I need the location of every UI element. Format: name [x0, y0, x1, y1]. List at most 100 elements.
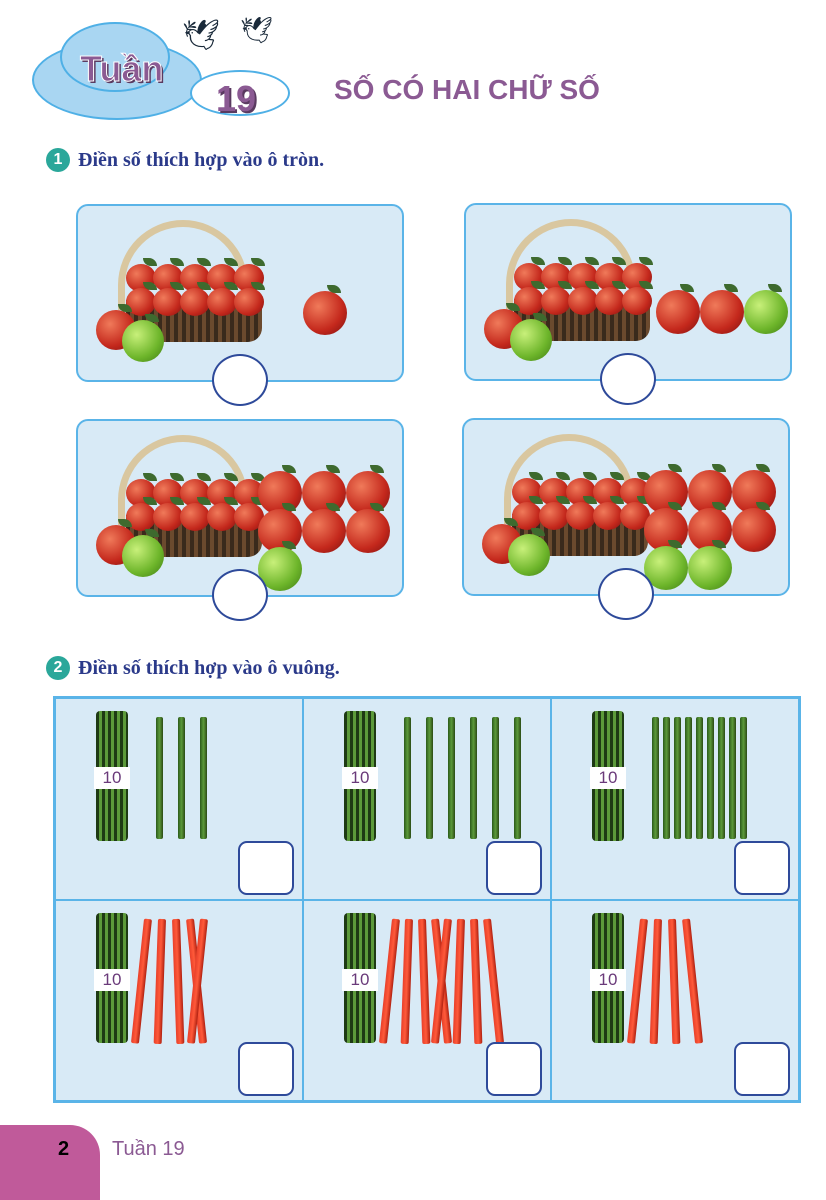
cloud-shape [190, 70, 290, 116]
apple [180, 497, 211, 531]
bundle-label: 10 [342, 767, 378, 789]
exercise-instruction: Điền số thích hợp vào ô vuông. [78, 656, 340, 679]
apple [568, 281, 599, 315]
apple-panel [76, 204, 404, 406]
answer-circle[interactable] [212, 569, 268, 621]
apple [122, 529, 164, 577]
apple-panel [76, 419, 404, 621]
single-stick [649, 918, 662, 1044]
badge-number: 19 [216, 78, 257, 119]
single-stick [514, 717, 521, 839]
sticks-cell: 10 [55, 899, 303, 1101]
single-stick [483, 918, 505, 1044]
sticks-cell: 10 [551, 899, 799, 1101]
apple [510, 313, 552, 361]
single-stick [652, 717, 659, 839]
stick-bundle: 10 [342, 711, 378, 841]
swallow-icon: 🕊 [182, 19, 221, 52]
apple [126, 258, 157, 292]
exercise-instruction: Điền số thích hợp vào ô tròn. [78, 148, 325, 171]
apple [207, 282, 238, 316]
answer-box[interactable] [486, 1042, 542, 1096]
apple-panel [464, 203, 792, 405]
stick-bundle: 10 [94, 711, 130, 841]
bundle-label: 10 [590, 968, 626, 991]
apple [568, 257, 599, 291]
apple [207, 497, 238, 531]
apple [541, 281, 572, 315]
stick-bundle: 10 [342, 912, 378, 1043]
apple [508, 528, 550, 576]
stick-bundle: 10 [94, 912, 130, 1043]
single-stick [452, 918, 465, 1044]
answer-box[interactable] [734, 840, 790, 895]
apple [180, 282, 211, 316]
single-stick [153, 918, 166, 1044]
single-stick [668, 918, 681, 1044]
exercise-number-badge: 1 [46, 148, 70, 172]
single-stick [470, 717, 477, 839]
apple-basket [484, 219, 653, 361]
single-stick [685, 717, 692, 839]
stick-bundle: 10 [590, 711, 626, 841]
single-stick [682, 918, 704, 1044]
answer-circle[interactable] [600, 353, 656, 405]
apple [566, 496, 597, 530]
apple-basket [96, 435, 265, 577]
single-stick [729, 717, 736, 839]
single-stick [448, 717, 455, 839]
answer-circle[interactable] [598, 568, 654, 620]
single-stick [696, 717, 703, 839]
loose-apple [732, 502, 776, 552]
single-stick [418, 918, 431, 1044]
single-stick [156, 717, 163, 839]
loose-apple [302, 503, 346, 553]
apple [153, 282, 184, 316]
answer-box[interactable] [238, 840, 294, 895]
loose-apple [656, 284, 700, 334]
sticks-cell: 10 [303, 899, 551, 1101]
apple-basket [96, 220, 265, 362]
page-number: 2 [58, 1138, 70, 1160]
single-stick [663, 717, 670, 839]
apple [595, 281, 626, 315]
answer-box[interactable] [734, 1042, 790, 1096]
exercise-2-heading: 2 Điền số thích hợp vào ô vuông. [46, 656, 340, 680]
sticks-cell: 10 [55, 698, 303, 900]
answer-circle[interactable] [212, 354, 268, 406]
single-stick [130, 918, 152, 1044]
footer-tab [0, 1125, 100, 1200]
answer-box[interactable] [486, 840, 542, 895]
single-stick [674, 717, 681, 839]
single-stick [172, 918, 185, 1044]
apple [539, 496, 570, 530]
single-stick [178, 717, 185, 839]
single-stick [378, 918, 400, 1044]
apple-basket [482, 434, 651, 576]
single-stick [707, 717, 714, 839]
swallow-icon: 🕊 [240, 16, 274, 45]
apple [122, 314, 164, 362]
bundle-label: 10 [94, 968, 130, 991]
loose-apple [744, 284, 788, 334]
single-stick [404, 717, 411, 839]
sticks-grid: 10 10 10 10 10 10 [53, 696, 801, 1103]
single-stick [426, 717, 433, 839]
bundle-label: 10 [590, 767, 626, 789]
loose-apple [700, 284, 744, 334]
single-stick [626, 918, 648, 1044]
page-title: SỐ CÓ HAI CHỮ SỐ [334, 74, 600, 105]
single-stick [718, 717, 725, 839]
single-stick [492, 717, 499, 839]
loose-apple [346, 503, 390, 553]
bundle-label: 10 [342, 968, 378, 991]
badge-word: Tuần [79, 48, 164, 90]
apple-panel [462, 418, 790, 620]
exercise-1-heading: 1 Điền số thích hợp vào ô tròn. [46, 148, 324, 172]
sticks-cell: 10 [551, 698, 799, 900]
single-stick [740, 717, 747, 839]
cloud-shape [60, 22, 170, 92]
loose-apple [688, 540, 732, 590]
answer-box[interactable] [238, 1042, 294, 1096]
apple [622, 281, 653, 315]
